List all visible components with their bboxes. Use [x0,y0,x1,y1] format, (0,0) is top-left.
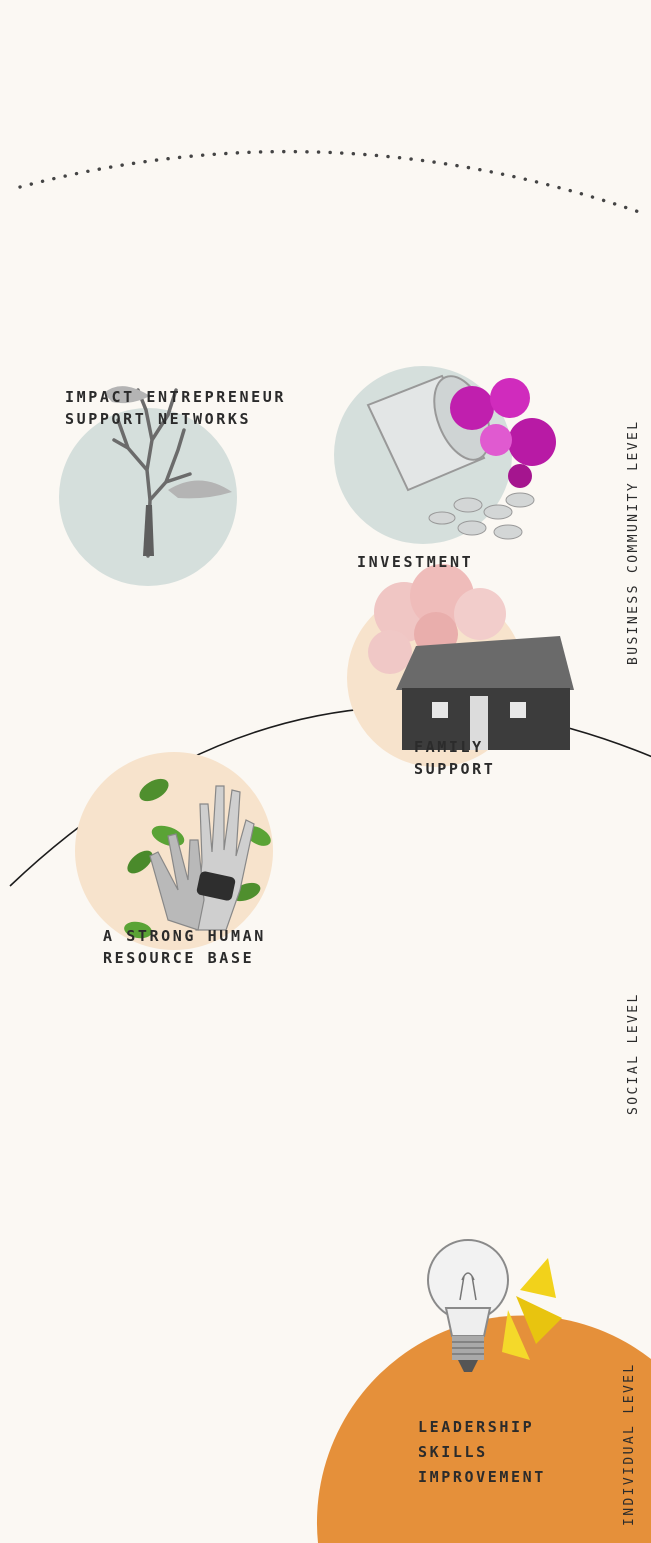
networks-label: IMPACT ENTREPRENEUR SUPPORT NETWORKS [65,388,286,428]
tree-with-hands-icon [104,386,232,558]
social-level-label: SOCIAL LEVEL [626,992,641,1115]
investment-label: INVESTMENT [357,553,474,571]
house-with-rose-icon [368,564,574,750]
leadership-label: LEADERSHIP SKILLS IMPROVEMENT [418,1418,546,1486]
family-support-label: FAMILY SUPPORT [414,738,496,778]
human-resource-label: A STRONG HUMAN RESOURCE BASE [103,927,266,967]
hands-with-leaves-icon [124,778,271,939]
lightbulb-with-lily-icon [427,1239,562,1372]
business-level-label: BUSINESS COMMUNITY LEVEL [626,419,641,665]
individual-level-label: INDIVIDUAL LEVEL [622,1362,637,1526]
business-level-boundary [18,149,644,215]
individual-orange-circle [316,1315,651,1543]
coin-jar-with-orchids-icon [366,374,556,540]
